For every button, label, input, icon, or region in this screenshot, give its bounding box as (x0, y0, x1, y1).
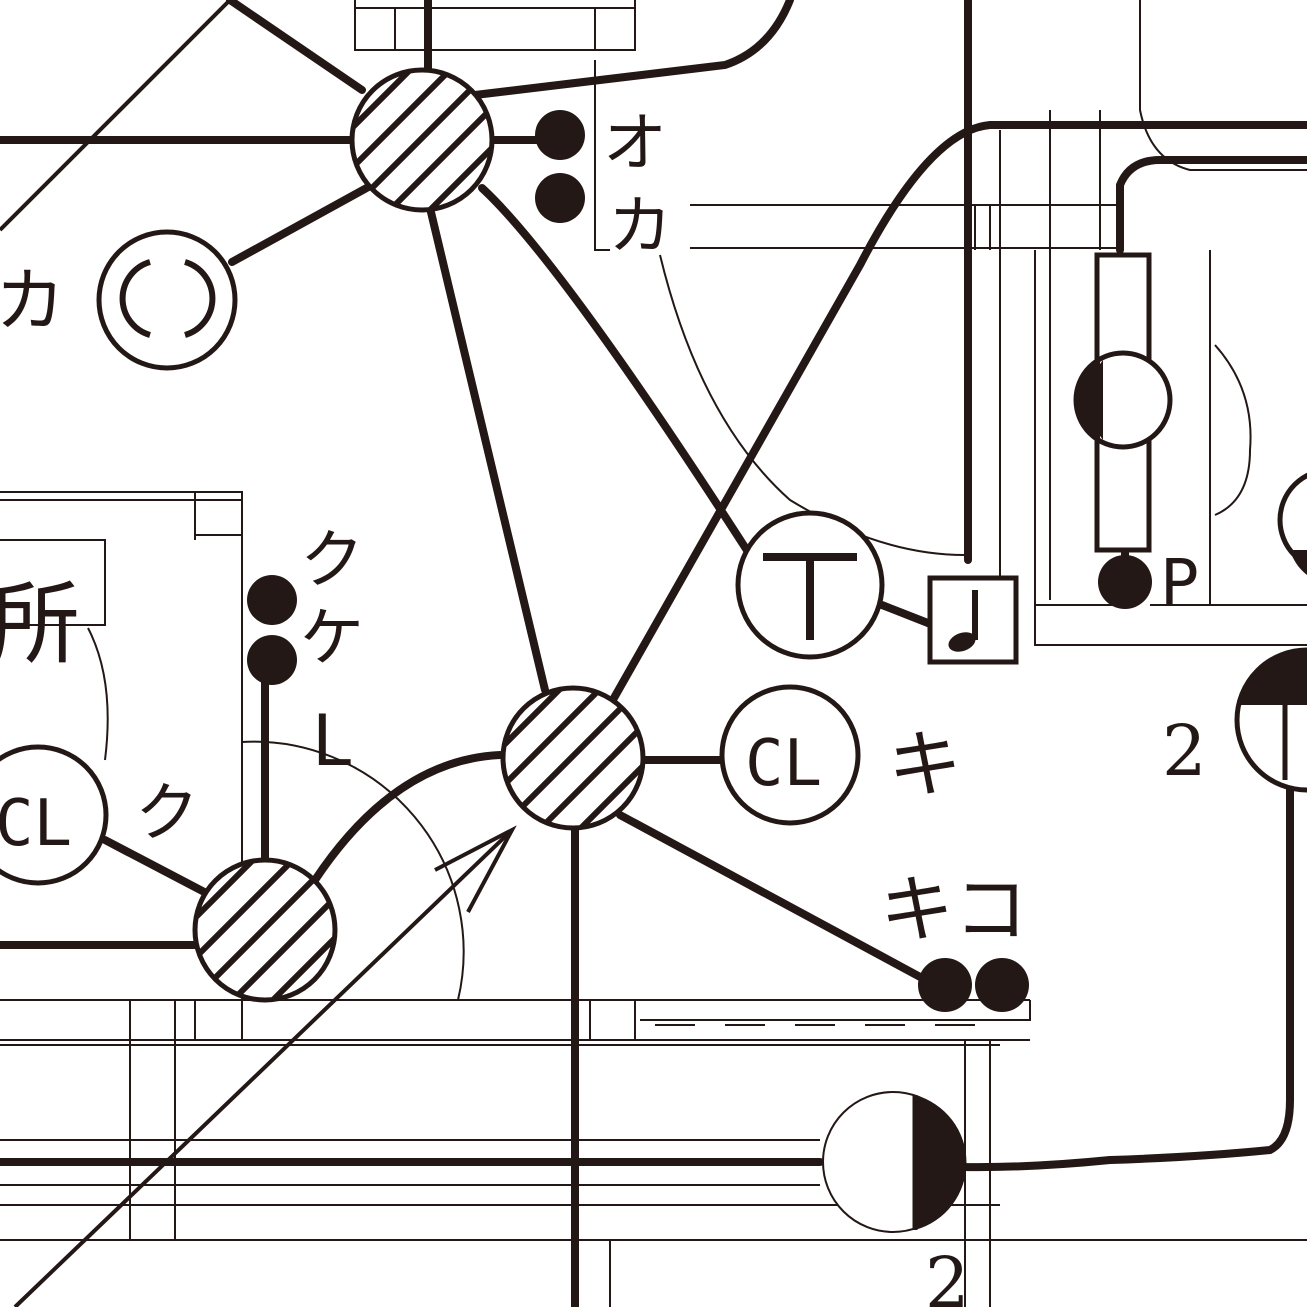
label-sho: 所 (0, 572, 80, 677)
wall-fixture (1073, 252, 1173, 553)
ceiling-light-left (0, 744, 109, 886)
label-num-bottom: 2 (925, 1242, 970, 1307)
junction-hatched-left (192, 857, 338, 1003)
label-l: L (312, 700, 351, 782)
switch-dots (247, 110, 1152, 1012)
label-kiko: キコ (880, 867, 1028, 953)
label-o: オ (603, 107, 667, 181)
label-cl-center: CL (745, 727, 822, 801)
chime-box (927, 575, 1019, 665)
diagonal-line (0, 0, 232, 232)
outlet-symbol (96, 229, 238, 371)
label-ku-top: ク (300, 524, 364, 598)
ceiling-light-center (719, 684, 861, 826)
label-cl-left: CL (0, 787, 72, 861)
timer-symbol (735, 510, 885, 660)
labels: オ カ カ ク ケ L ク P キ キコ 所 2 2 CL CL (0, 107, 1207, 1307)
junction-hatched-center (500, 685, 646, 831)
bracket-light (822, 1091, 967, 1233)
label-ku-left: ク (135, 777, 199, 851)
label-num-right: 2 (1162, 710, 1207, 792)
junction-hatched-top (349, 67, 495, 213)
right-edge-partial (1277, 472, 1307, 575)
arrow (13, 825, 517, 1307)
label-ka-top: カ (608, 190, 672, 264)
label-ki: キ (888, 722, 962, 808)
right-edge-lamp (1234, 647, 1307, 793)
label-ke: ケ (300, 602, 364, 676)
label-ka-left: カ (0, 260, 65, 342)
label-p: P (1160, 547, 1199, 621)
